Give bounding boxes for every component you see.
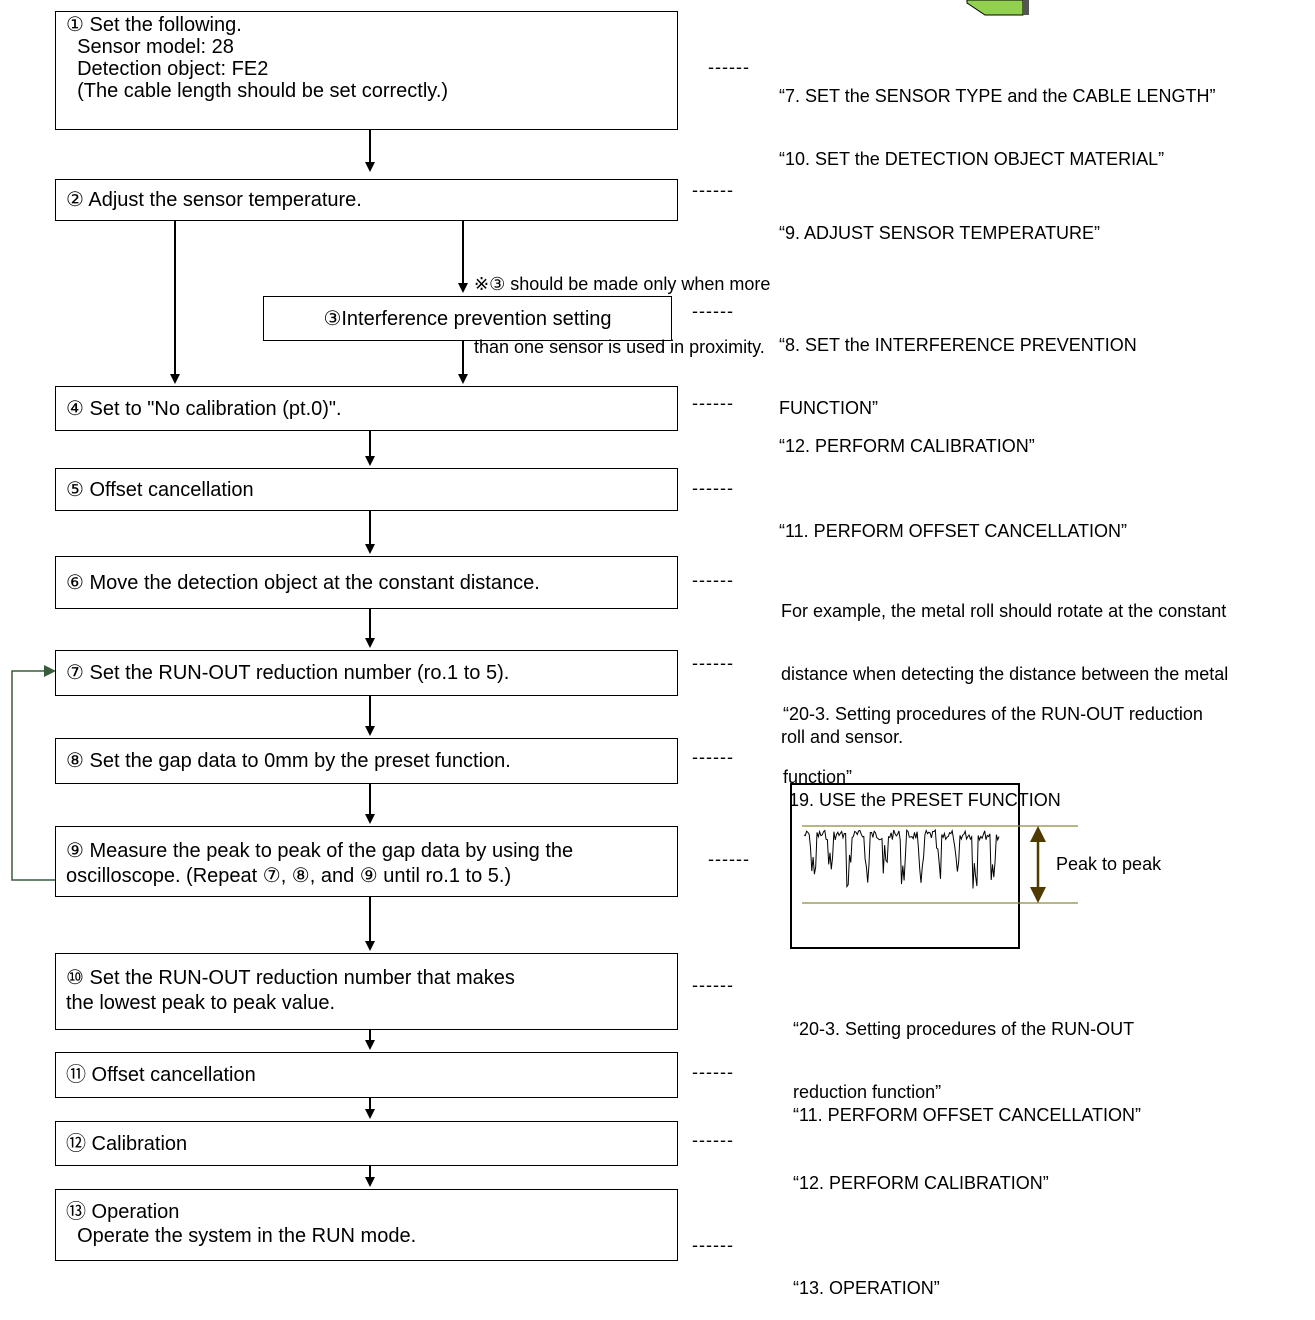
peak-arrow-head-down — [1030, 887, 1046, 903]
interference-note: ※③ should be made only when more than on… — [474, 232, 770, 379]
step-1-line: Sensor model: 28 — [66, 36, 234, 58]
reference-12: “13. OPERATION” — [793, 1236, 940, 1320]
reference-3: “8. SET the INTERFERENCE PREVENTION FUNC… — [779, 293, 1137, 440]
step-10-box: ⑩ Set the RUN-OUT reduction number that … — [55, 953, 678, 1030]
step-10-line: the lowest peak to peak value. — [66, 992, 336, 1014]
step-10-line: ⑩ Set the RUN-OUT reduction number that … — [66, 967, 515, 989]
reference-line: “11. PERFORM OFFSET CANCELLATION” — [779, 521, 1128, 541]
gap-signal-waveform — [803, 828, 1000, 889]
step-9-line: ⑨ Measure the peak to peak of the gap da… — [66, 840, 574, 862]
reference-1: “7. SET the SENSOR TYPE and the CABLE LE… — [779, 44, 1216, 191]
peak-to-peak-label: Peak to peak — [1056, 854, 1162, 874]
dash-connector: ------ — [692, 301, 734, 321]
reference-line: For example, the metal roll should rotat… — [781, 601, 1227, 621]
reference-line: “11. PERFORM OFFSET CANCELLATION” — [793, 1105, 1142, 1125]
loop-back-arrowhead — [44, 665, 56, 677]
dash-connector: ------ — [692, 180, 734, 200]
reference-7: “20-3. Setting procedures of the RUN-OUT… — [783, 662, 1203, 809]
dash-connector: ------ — [692, 393, 734, 413]
dash-connector: ------ — [692, 570, 734, 590]
dash-connector: ------ — [708, 849, 750, 869]
reference-line: “13. OPERATION” — [793, 1278, 940, 1298]
flowchart-connectors — [11, 0, 1078, 1187]
step-6-text: ⑥ Move the detection object at the const… — [66, 571, 540, 594]
reference-4: “12. PERFORM CALIBRATION” — [779, 394, 1035, 478]
dash-connector: ------ — [692, 1130, 734, 1150]
step-13-line: Operate the system in the RUN mode. — [66, 1225, 417, 1247]
step-1-line: (The cable length should be set correctl… — [66, 80, 449, 102]
reference-line: “7. SET the SENSOR TYPE and the CABLE LE… — [779, 86, 1216, 106]
step-1-box: ① Set the following. Sensor model: 28 De… — [55, 11, 678, 130]
loop-back-line — [11, 670, 55, 881]
peak-arrow-head-up — [1030, 826, 1046, 842]
step-1-line: Detection object: FE2 — [66, 58, 269, 80]
step-4-box: ④ Set to "No calibration (pt.0)". — [55, 386, 678, 431]
oscilloscope-illustration — [790, 783, 1078, 949]
step-1-line: ① Set the following. — [66, 14, 242, 36]
step-11-text: ⑪ Offset cancellation — [66, 1064, 256, 1086]
document-icon — [966, 0, 1029, 16]
note-line: ※③ should be made only when more — [474, 274, 771, 294]
reference-6: For example, the metal roll should rotat… — [781, 559, 1228, 769]
step-3-text: ③Interference prevention setting — [323, 307, 612, 330]
reference-11: “12. PERFORM CALIBRATION” — [793, 1131, 1049, 1215]
step-9-line: oscilloscope. (Repeat ⑦, ⑧, and ⑨ until … — [66, 865, 512, 887]
step-5-box: ⑤ Offset cancellation — [55, 468, 678, 511]
reference-line: reduction function” — [793, 1082, 942, 1102]
step-12-box: ⑫ Calibration — [55, 1121, 678, 1166]
step-11-box: ⑪ Offset cancellation — [55, 1052, 678, 1098]
dash-connector: ------ — [692, 478, 734, 498]
dash-connector: ------ — [692, 975, 734, 995]
reference-line: function” — [783, 767, 853, 787]
step-6-box: ⑥ Move the detection object at the const… — [55, 556, 678, 609]
step-13-box: ⑬ Operation Operate the system in the RU… — [55, 1189, 678, 1261]
reference-line: “20-3. Setting procedures of the RUN-OUT… — [783, 704, 1203, 724]
reference-line: “12. PERFORM CALIBRATION” — [793, 1173, 1049, 1193]
reference-9: “20-3. Setting procedures of the RUN-OUT… — [793, 977, 1134, 1124]
reference-line: “8. SET the INTERFERENCE PREVENTION — [779, 335, 1137, 355]
reference-line: “12. PERFORM CALIBRATION” — [779, 436, 1035, 456]
step-5-text: ⑤ Offset cancellation — [66, 478, 254, 501]
step-7-text: ⑦ Set the RUN-OUT reduction number (ro.1… — [66, 662, 510, 684]
reference-line: distance when detecting the distance bet… — [781, 664, 1229, 684]
step-2-text: ② Adjust the sensor temperature. — [66, 189, 362, 211]
reference-5: “11. PERFORM OFFSET CANCELLATION” — [779, 479, 1127, 563]
reference-2: “9. ADJUST SENSOR TEMPERATURE” — [779, 181, 1100, 265]
step-9-box: ⑨ Measure the peak to peak of the gap da… — [55, 826, 678, 897]
reference-8: 19. USE the PRESET FUNCTION — [789, 748, 1061, 832]
step-4-text: ④ Set to "No calibration (pt.0)". — [66, 397, 342, 420]
step-12-text: ⑫ Calibration — [66, 1132, 188, 1155]
dash-connector: ------ — [692, 747, 734, 767]
step-2-box: ② Adjust the sensor temperature. — [55, 179, 678, 221]
reference-line: FUNCTION” — [779, 398, 878, 418]
step-8-box: ⑧ Set the gap data to 0mm by the preset … — [55, 738, 678, 784]
step-3-box: ③Interference prevention setting — [263, 296, 672, 341]
reference-line: “9. ADJUST SENSOR TEMPERATURE” — [779, 223, 1101, 243]
note-line: than one sensor is used in proximity. — [474, 337, 765, 357]
reference-line: “20-3. Setting procedures of the RUN-OUT — [793, 1019, 1135, 1039]
reference-10: “11. PERFORM OFFSET CANCELLATION” — [793, 1063, 1141, 1147]
step-7-box: ⑦ Set the RUN-OUT reduction number (ro.1… — [55, 650, 678, 696]
reference-line: roll and sensor. — [781, 727, 904, 747]
step-13-line: ⑬ Operation — [66, 1201, 180, 1223]
reference-line: 19. USE the PRESET FUNCTION — [789, 790, 1061, 810]
dash-connector: ------ — [708, 57, 750, 77]
dash-connector: ------ — [692, 1235, 734, 1255]
step-8-text: ⑧ Set the gap data to 0mm by the preset … — [66, 750, 511, 772]
dash-connector: ------ — [692, 653, 734, 673]
dash-connector: ------ — [692, 1062, 734, 1082]
reference-line: “10. SET the DETECTION OBJECT MATERIAL” — [779, 149, 1165, 169]
